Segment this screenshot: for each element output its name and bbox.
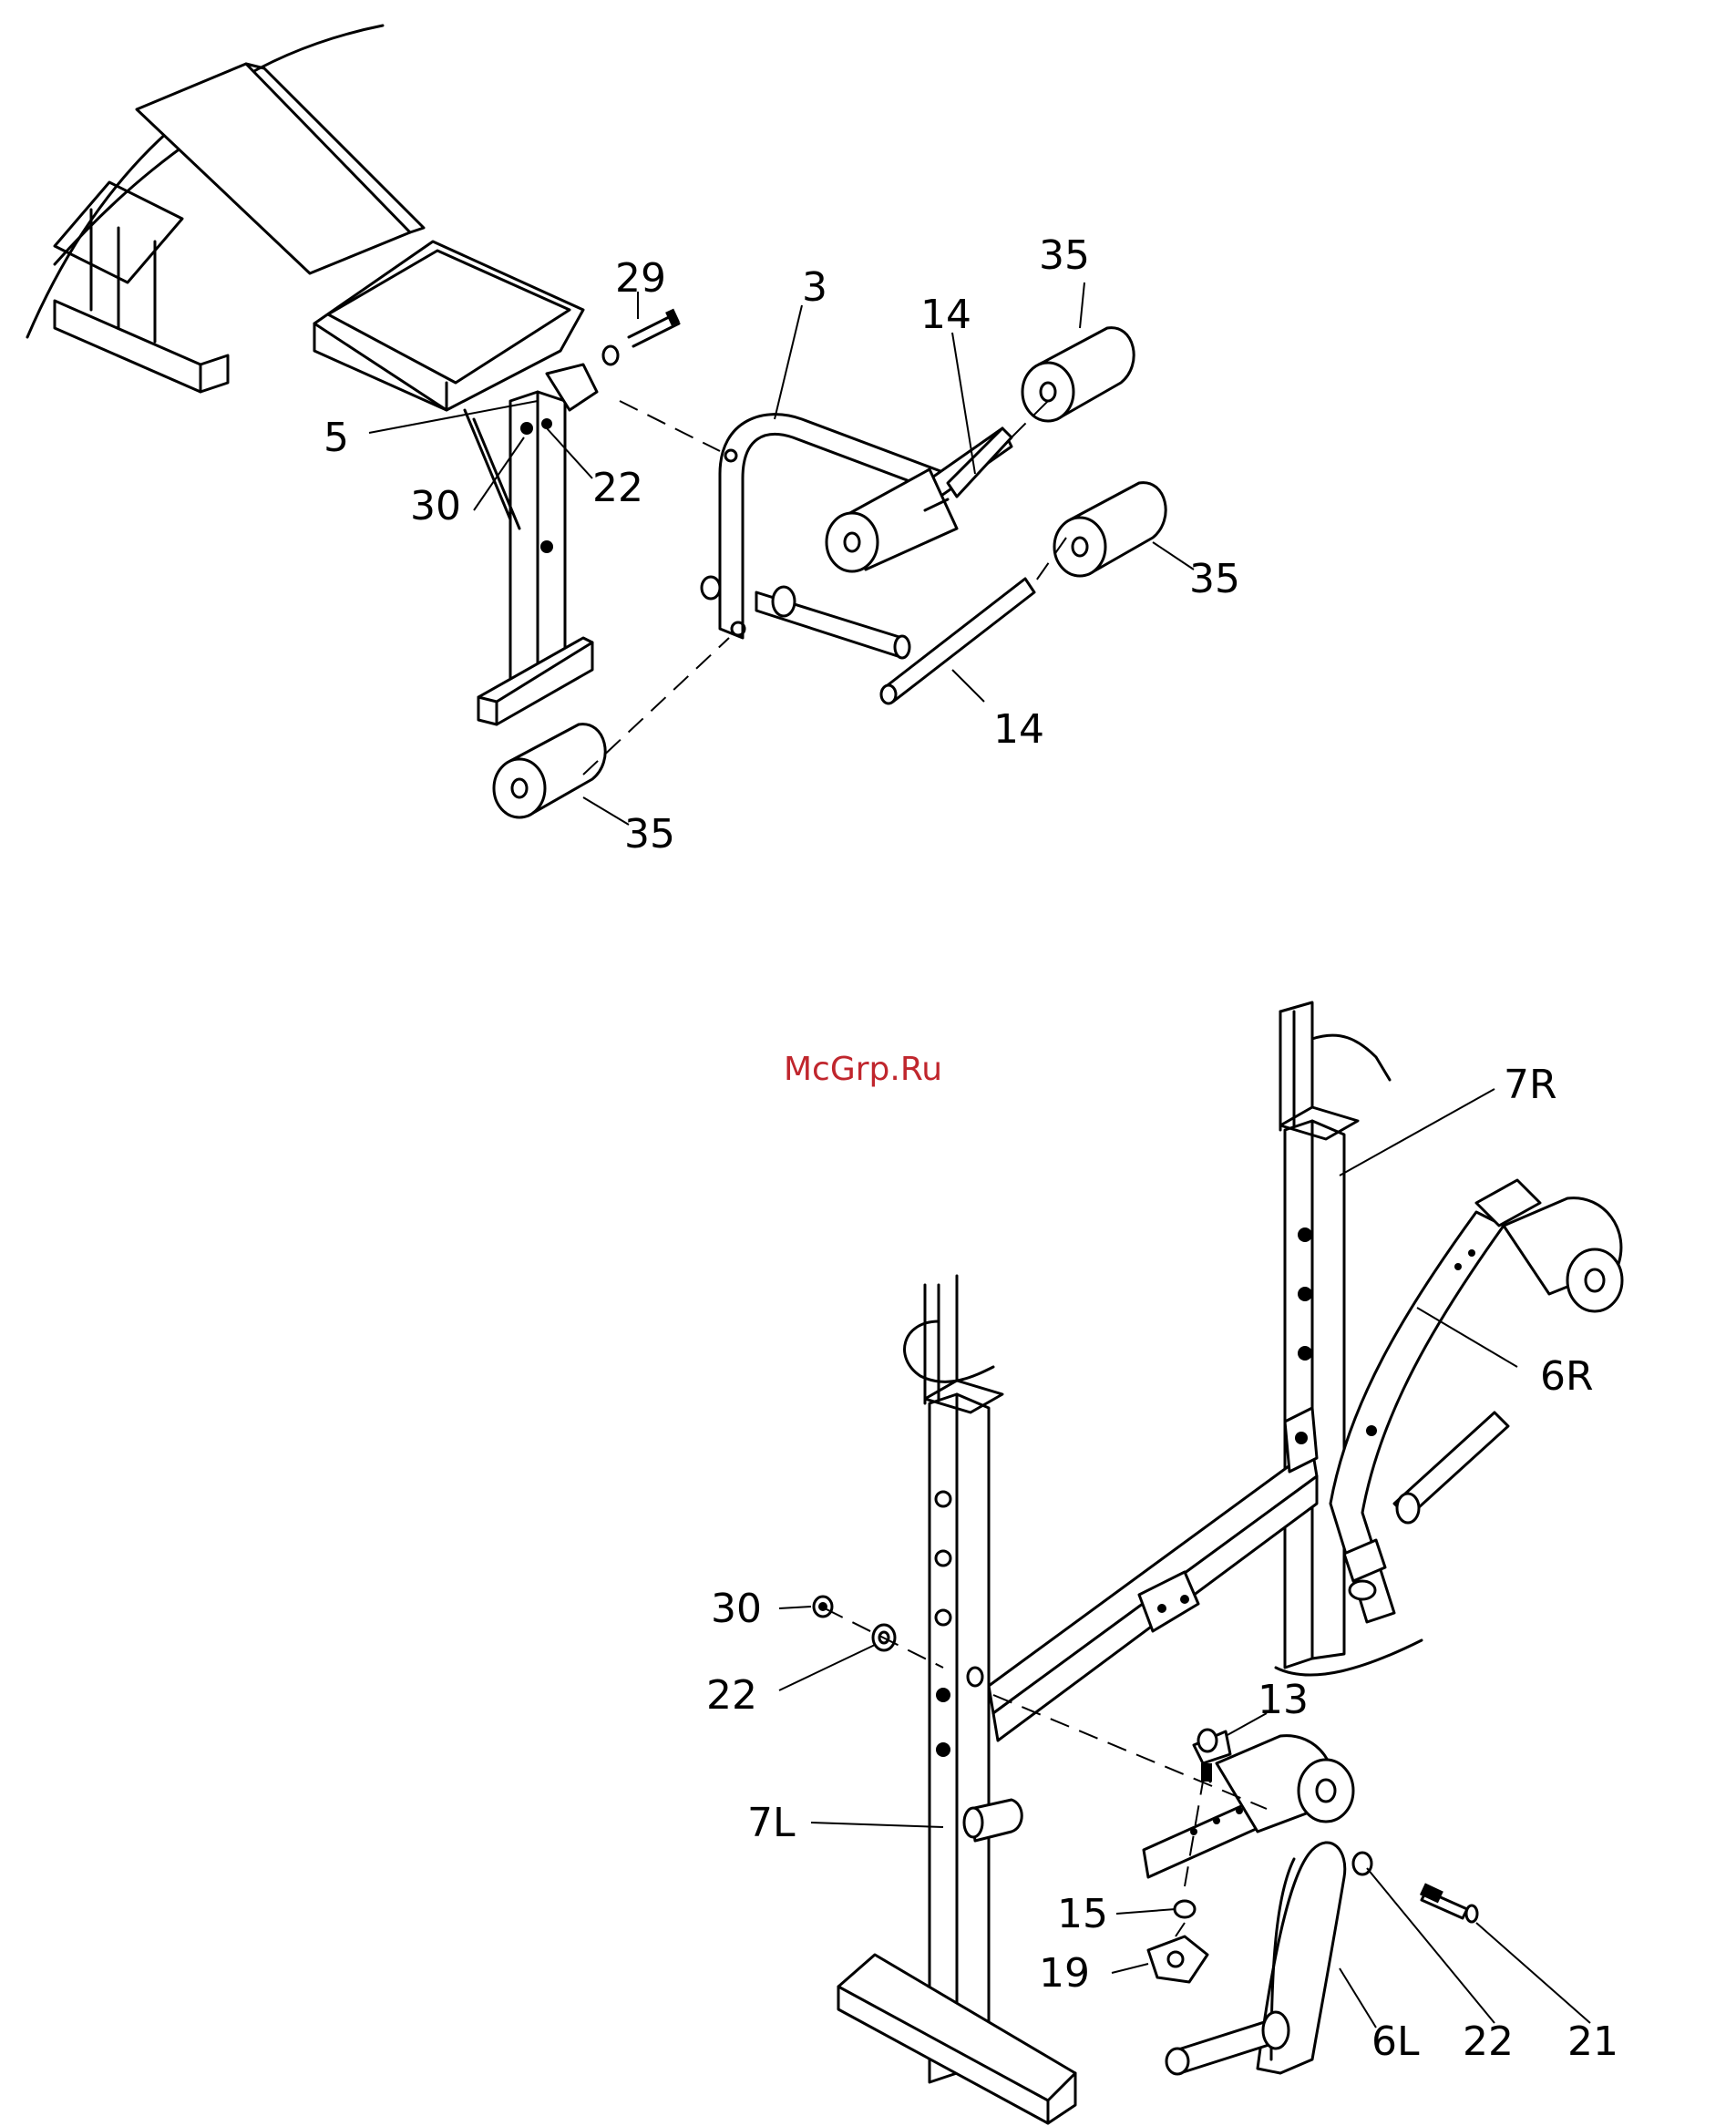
backrest-pad	[137, 64, 424, 273]
bolt-part-29	[603, 309, 680, 365]
label-part-6L: 6L	[1371, 2018, 1420, 2065]
top-assembly-diagram: 29 3 14 35 5 22 30 35 14 35	[27, 26, 1240, 858]
label-part-7L: 7L	[747, 1800, 796, 1846]
roller-attached	[827, 469, 957, 571]
label-part-30: 30	[410, 483, 461, 529]
label-part-13: 13	[1258, 1677, 1309, 1723]
roller-part-35a	[1022, 328, 1134, 421]
label-part-35-lower: 35	[624, 811, 675, 858]
label-part-22-right: 22	[1463, 2018, 1514, 2065]
label-part-14-lower: 14	[993, 706, 1044, 753]
label-part-35-right: 35	[1189, 556, 1240, 602]
label-part-14-upper: 14	[920, 292, 971, 338]
nut-part-15	[1175, 1901, 1195, 1917]
bolt-part-21	[1420, 1883, 1477, 1922]
label-part-22-left: 22	[706, 1672, 757, 1719]
label-part-30-bottom: 30	[711, 1586, 762, 1632]
label-part-15: 15	[1057, 1891, 1108, 1937]
label-part-21: 21	[1567, 2018, 1618, 2065]
bottom-assembly-diagram: 7R 6R 30 22 13 7L 15 19 6L 22 21	[706, 1002, 1622, 2123]
label-part-7R: 7R	[1504, 1062, 1557, 1108]
knob-part-19	[1148, 1936, 1207, 1982]
bench-frame	[55, 182, 228, 392]
seat-pad	[314, 241, 583, 410]
arm-part-6L	[1144, 1730, 1353, 2074]
roller-part-35b	[1054, 483, 1166, 576]
watermark: McGrp.Ru	[784, 1051, 942, 1088]
label-part-3: 3	[802, 264, 827, 311]
label-part-5: 5	[324, 415, 349, 461]
label-part-22: 22	[592, 465, 643, 511]
label-part-29: 29	[615, 255, 666, 302]
label-part-6R: 6R	[1540, 1353, 1594, 1400]
arm-part-6R	[1330, 1180, 1622, 1622]
seat-post-part-5	[465, 365, 597, 724]
label-part-19: 19	[1039, 1950, 1090, 1997]
label-part-35-upper: 35	[1039, 232, 1090, 279]
